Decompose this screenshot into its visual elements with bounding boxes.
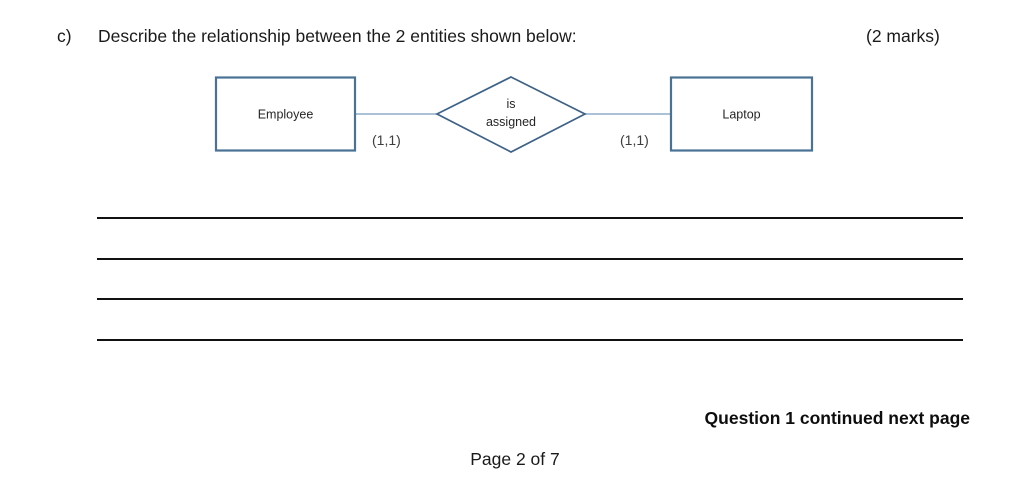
answer-line (97, 339, 963, 341)
cardinality-label-employee: (1,1) (372, 132, 401, 148)
cardinality-label-laptop: (1,1) (620, 132, 649, 148)
entity-box-laptop (669, 76, 814, 152)
relationship-label-line1: is (506, 97, 515, 111)
er-diagram: Employee Laptop is assigned (1,1) (1,1) (0, 60, 1030, 170)
relationship-diamond (435, 76, 587, 153)
entity-label-employee: Employee (258, 108, 314, 122)
relationship-label-line2: assigned (486, 115, 536, 129)
entity-box-employee (214, 76, 357, 152)
answer-line (97, 298, 963, 300)
answer-line (97, 258, 963, 260)
question-marks: (2 marks) (866, 26, 940, 46)
page-number: Page 2 of 7 (470, 449, 560, 469)
continued-note: Question 1 continued next page (704, 408, 970, 428)
question-letter: c) (57, 26, 72, 46)
question-prompt: Describe the relationship between the 2 … (98, 26, 577, 46)
answer-line (97, 217, 963, 219)
entity-label-laptop: Laptop (722, 108, 760, 122)
